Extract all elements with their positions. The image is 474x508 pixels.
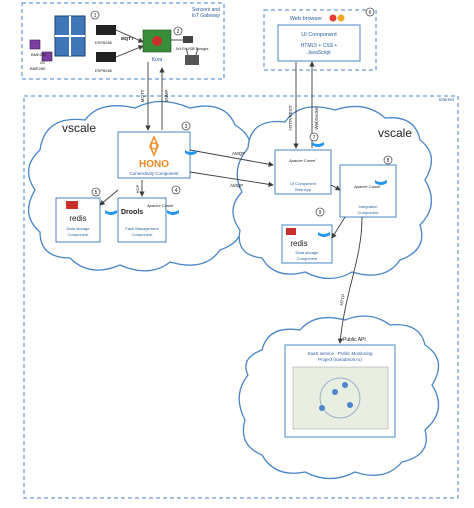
amqp-label-2: AMQP: [230, 183, 243, 188]
http-connector: [337, 216, 363, 344]
bme280-sensor-icon: [29, 39, 53, 62]
http-label: HTTP: [339, 294, 346, 306]
svg-text:2: 2: [177, 29, 180, 35]
window-icon: [54, 15, 86, 57]
fault-label-2: Component: [132, 232, 154, 237]
connectivity-label: Connectivity Component: [129, 171, 179, 176]
web-browser-title: Web browser: [290, 16, 322, 22]
snmp-label: SNMP: [164, 89, 169, 102]
fault-management-component: [117, 197, 167, 243]
step-number-markers: 1 2 3 4 5 6 7 8 9: [90, 7, 393, 217]
vscale-logo-right: vscale: [378, 126, 412, 140]
esp8266-module-icon: [96, 25, 116, 62]
amqp-connector-1: [189, 149, 274, 167]
bme-label-1: BME280: [31, 52, 47, 57]
integration-label-1: Integration: [359, 204, 378, 209]
public-api-label: Public API: [343, 337, 366, 343]
data-storage-right-2: Component: [297, 256, 319, 261]
bme-label-2: BME280: [30, 66, 46, 71]
wifi-dongle-icon: [183, 36, 199, 65]
camel-label-integration: Apache Camel: [353, 184, 380, 189]
svg-text:7: 7: [313, 135, 316, 141]
docker-icon: [105, 142, 387, 237]
data-storage-right-1: Data storage: [296, 250, 320, 255]
map-image: [292, 366, 389, 430]
web-browser-box: [263, 9, 377, 71]
redis-right-label: redis: [290, 239, 307, 248]
hono-logo-icon: [149, 135, 159, 157]
connectivity-redis-connector: [99, 189, 119, 206]
data-storage-left-2: Component: [68, 232, 90, 237]
kura-label: Kura: [152, 57, 163, 63]
redis-left-label: redis: [69, 214, 86, 223]
svg-text:3: 3: [185, 124, 188, 130]
sensors-gateway-box: [21, 2, 225, 80]
data-storage-left-1: Data storage: [67, 226, 91, 231]
svg-text:4: 4: [175, 188, 178, 194]
ui-tech-line-2: JavaScript: [307, 50, 331, 56]
sensors-gateway-title-2: IoT Gateway: [192, 13, 221, 19]
svg-text:9: 9: [319, 210, 322, 216]
camel-label-ui: Apache Camel: [288, 158, 315, 163]
svg-text:1: 1: [94, 13, 97, 19]
svg-text:6: 6: [369, 10, 372, 16]
fault-label-1: Fault Management: [125, 226, 159, 231]
redis-icon: [66, 201, 78, 209]
websocket-label: WebSocket: [314, 106, 319, 130]
esp-label-1: ESP8266: [95, 40, 113, 45]
http-rest-label: HTTP/REST: [288, 105, 293, 130]
redis-right-icon: [286, 228, 296, 235]
ui-web-label-1: UI Component: [290, 181, 317, 186]
i2c-label: I2C: [40, 61, 46, 65]
vscale-logo-left: vscale: [62, 121, 96, 135]
wifi-dongle-label: Wi-Fi USB Dongle: [176, 46, 209, 51]
mqtt-vertical-label: MQTT: [140, 89, 145, 102]
camel-label-left: Apache Camel: [146, 203, 173, 208]
mqtt-top-label: MQTT: [121, 36, 134, 41]
svg-text:5: 5: [95, 190, 98, 196]
integration-label-2: Component: [358, 210, 380, 215]
hop-label: HOP: [135, 184, 140, 193]
amqp-connector-2: [189, 171, 274, 187]
connectivity-component: [117, 131, 191, 179]
drools-label: Drools: [121, 209, 143, 216]
integration-component: [339, 164, 397, 218]
sensors-gateway-title-1: Sensors and: [192, 7, 220, 13]
hono-label: HONO: [139, 159, 169, 170]
ui-tech-line-1: HTML5 + CSS +: [301, 43, 338, 49]
internet-box: [23, 95, 459, 499]
saas-label-1: SaaS service - Public Monitoring: [307, 351, 373, 356]
ui-web-label-2: Web App: [295, 187, 312, 192]
browser-icon: [329, 14, 337, 22]
ui-web-app-component: [274, 149, 332, 195]
browser-ui-component: [277, 24, 361, 62]
saas-label-2: Project (narodmon.ru): [318, 357, 362, 362]
esp-label-2: ESP8266: [95, 68, 113, 73]
internet-label: Internet: [439, 97, 455, 102]
svg-text:8: 8: [387, 158, 390, 164]
amqp-label-1: AMQP: [232, 151, 245, 156]
raspberry-pi-icon: [142, 29, 172, 53]
ui-component-title: UI Component: [301, 32, 337, 38]
